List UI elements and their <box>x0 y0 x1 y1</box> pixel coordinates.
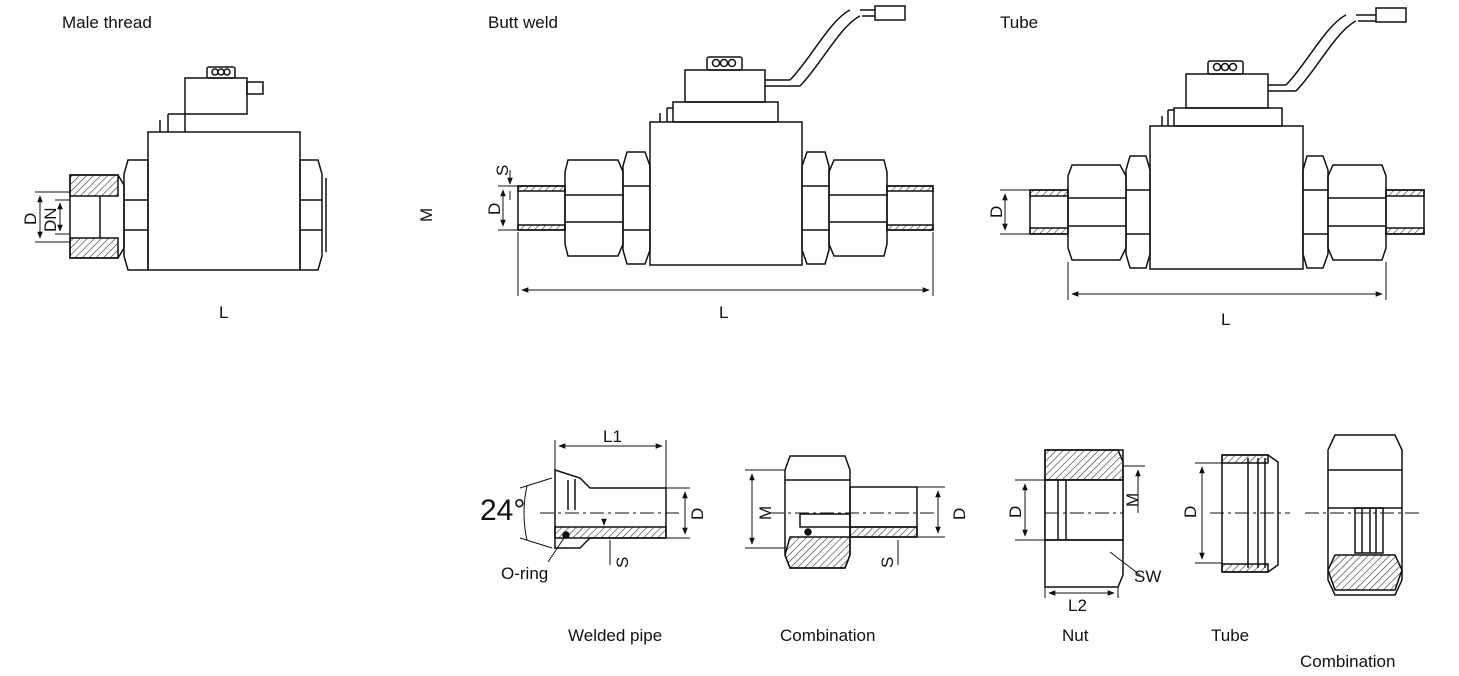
nut-dim-D: D <box>1006 506 1025 518</box>
center-dim-M: M <box>417 208 436 222</box>
nut-detail <box>1015 449 1145 598</box>
male-right-nut <box>299 159 323 271</box>
nut-dim-M: M <box>1123 493 1142 507</box>
male-body <box>147 131 301 271</box>
welded-angle: 24° <box>480 494 526 527</box>
combination-detail <box>745 455 945 569</box>
butt-dim-S: S <box>493 165 512 176</box>
butt-right-union <box>828 159 888 257</box>
o-ring-label: O-ring <box>501 564 549 583</box>
welded-dim-S: S <box>613 557 632 568</box>
tube-detail-dim-D: D <box>1181 506 1200 518</box>
tube-right-hex <box>1302 155 1329 269</box>
caption-tube: Tube <box>1211 626 1250 645</box>
male-actuator-box <box>184 77 248 115</box>
butt-dim-L: L <box>719 303 729 322</box>
butt-dim-D: D <box>485 203 504 215</box>
tube-left-hex <box>1125 155 1151 269</box>
butt-right-pipe <box>886 185 934 231</box>
tube-right-union <box>1327 164 1387 261</box>
butt-body <box>649 121 803 266</box>
tube-left-union <box>1067 164 1127 261</box>
butt-left-union <box>564 159 624 257</box>
welded-dim-D: D <box>688 508 707 520</box>
butt-left-hex <box>622 151 651 265</box>
male-left-nut <box>123 159 149 271</box>
combination-right-detail <box>1305 434 1420 596</box>
tube-dim-L: L <box>1221 310 1231 329</box>
caption-combination-right: Combination <box>1300 652 1396 671</box>
butt-weld-view <box>498 5 934 296</box>
caption-nut: Nut <box>1062 626 1089 645</box>
tube-view <box>1000 7 1425 300</box>
butt-actuator-box <box>684 69 766 103</box>
butt-cable <box>789 9 861 87</box>
title-butt-weld: Butt weld <box>488 13 558 32</box>
butt-left-pipe <box>517 185 566 231</box>
title-tube: Tube <box>1000 13 1039 32</box>
caption-welded-pipe: Welded pipe <box>568 626 663 645</box>
welded-pipe-detail <box>519 440 690 565</box>
welded-dim-L1: L1 <box>603 427 622 446</box>
comb-dim-D: D <box>950 508 969 520</box>
tube-actuator-box <box>1185 73 1269 109</box>
butt-right-hex <box>801 151 830 265</box>
nut-dim-L2: L2 <box>1068 596 1087 615</box>
comb-dim-S: S <box>878 557 897 568</box>
combination-right-outline <box>1327 434 1403 596</box>
tube-cable <box>1285 14 1357 92</box>
tube-detail <box>1195 454 1290 573</box>
male-dim-D: D <box>21 213 40 225</box>
tube-dim-D: D <box>987 206 1006 218</box>
nut-dim-SW: SW <box>1134 567 1162 586</box>
title-male-thread: Male thread <box>62 13 152 32</box>
caption-combination: Combination <box>780 626 876 645</box>
male-dim-L: L <box>219 303 229 322</box>
comb-dim-M: M <box>756 506 775 520</box>
tube-body <box>1149 125 1304 270</box>
male-thread-view <box>35 66 327 271</box>
male-dim-DN: DN <box>41 207 60 232</box>
